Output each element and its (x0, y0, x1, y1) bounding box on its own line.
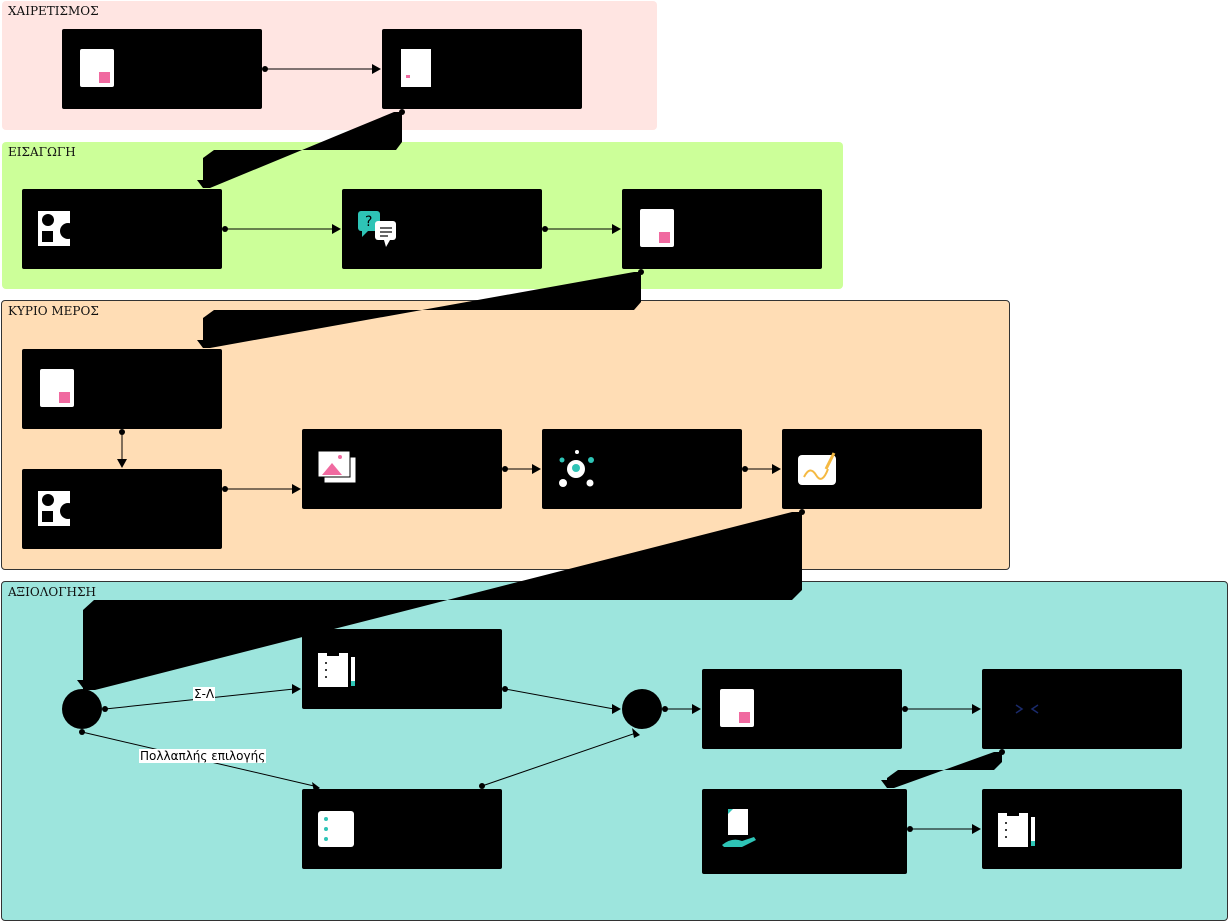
lane-title-main: ΚΥΡΙΟ ΜΕΡΟΣ (8, 304, 99, 318)
node-assess-5[interactable] (702, 789, 907, 874)
edge-dots (79, 66, 1005, 832)
hand-document-icon (722, 809, 756, 847)
node-intro-1[interactable] (22, 189, 222, 269)
shapes-icon (38, 491, 76, 526)
checklist-icon (318, 811, 354, 847)
link-intro-to-main (203, 272, 641, 348)
node-main-1[interactable] (22, 349, 222, 429)
edge-label-true-false: Σ-Λ (193, 687, 216, 701)
node-assess-true-false[interactable] (302, 629, 502, 709)
image-gallery-icon (318, 450, 357, 484)
node-greet-2[interactable] (382, 29, 582, 109)
document-icon (80, 49, 114, 87)
gateway-merge[interactable] (622, 689, 662, 729)
lane-title-greeting: ΧΑΙΡΕΤΙΣΜΟΣ (8, 4, 99, 18)
idea-network-icon (559, 450, 594, 487)
node-intro-3[interactable] (622, 189, 822, 269)
node-assess-multiple-choice[interactable] (302, 789, 502, 869)
link-main-to-assess (83, 512, 802, 690)
node-main-3[interactable] (302, 429, 502, 509)
node-assess-6[interactable] (982, 789, 1182, 869)
node-assess-4[interactable] (982, 669, 1182, 749)
compare-arrows-icon (1015, 704, 1039, 714)
link-assess4-to-assess5 (887, 752, 1002, 788)
node-greet-1[interactable] (62, 29, 262, 109)
shapes-icon (38, 211, 76, 246)
lane-title-assessment: ΑΞΙΟΛΟΓΗΣΗ (8, 585, 96, 599)
link-greet-to-intro (203, 112, 402, 188)
node-main-2[interactable] (22, 469, 222, 549)
edge-label-multiple-choice: Πολλαπλής επιλογής (139, 749, 267, 763)
svg-text:?: ? (365, 214, 372, 230)
node-main-5[interactable] (782, 429, 982, 509)
document-icon (40, 369, 74, 407)
clipboard-pencil-icon (318, 650, 355, 687)
node-intro-2[interactable]: ? (342, 189, 542, 269)
edge-tf-out (504, 688, 615, 710)
node-assess-3[interactable] (702, 669, 902, 749)
question-chat-icon: ? (358, 211, 396, 247)
drawing-icon (798, 452, 836, 485)
node-main-4[interactable] (542, 429, 742, 509)
clipboard-pencil-icon (998, 810, 1035, 847)
edge-mc-out (481, 732, 637, 787)
document-icon (640, 209, 674, 247)
lane-title-intro: ΕΙΣΑΓΩΓΗ (8, 145, 76, 159)
document-icon (720, 689, 754, 727)
edge-arrowheads (77, 64, 981, 834)
document-small-icon (401, 49, 431, 87)
gateway-split[interactable] (62, 689, 102, 729)
